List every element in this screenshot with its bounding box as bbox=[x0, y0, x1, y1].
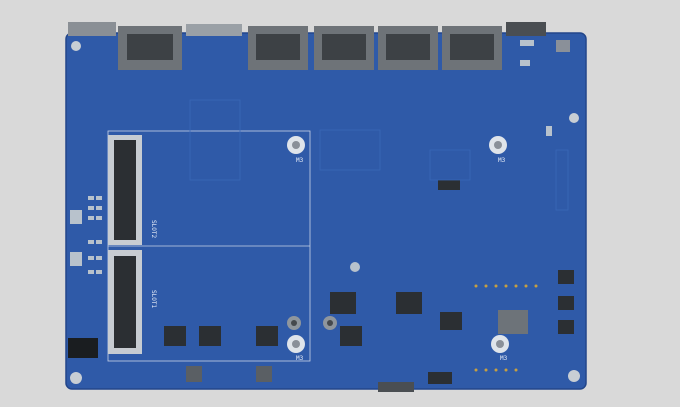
mounting-hole bbox=[70, 41, 580, 384]
header-pins bbox=[474, 284, 538, 372]
svg-text:M3: M3 bbox=[500, 355, 508, 362]
standoff-mark: M3 bbox=[296, 157, 304, 164]
slot-label-top: SLOT2 bbox=[150, 220, 157, 238]
passive-components bbox=[70, 40, 570, 274]
power-jack bbox=[506, 22, 546, 36]
standoff bbox=[287, 136, 509, 353]
svg-text:M3: M3 bbox=[296, 355, 304, 362]
hdmi-port bbox=[68, 22, 116, 36]
ic-chip bbox=[68, 180, 574, 392]
svg-text:M3: M3 bbox=[498, 157, 506, 164]
traces bbox=[189, 99, 569, 211]
m2-connector bbox=[108, 135, 142, 354]
usb-port bbox=[186, 24, 242, 36]
pcb-board bbox=[65, 32, 587, 390]
top-connectors bbox=[68, 22, 546, 70]
slot-label-bottom: SLOT1 bbox=[150, 290, 157, 308]
